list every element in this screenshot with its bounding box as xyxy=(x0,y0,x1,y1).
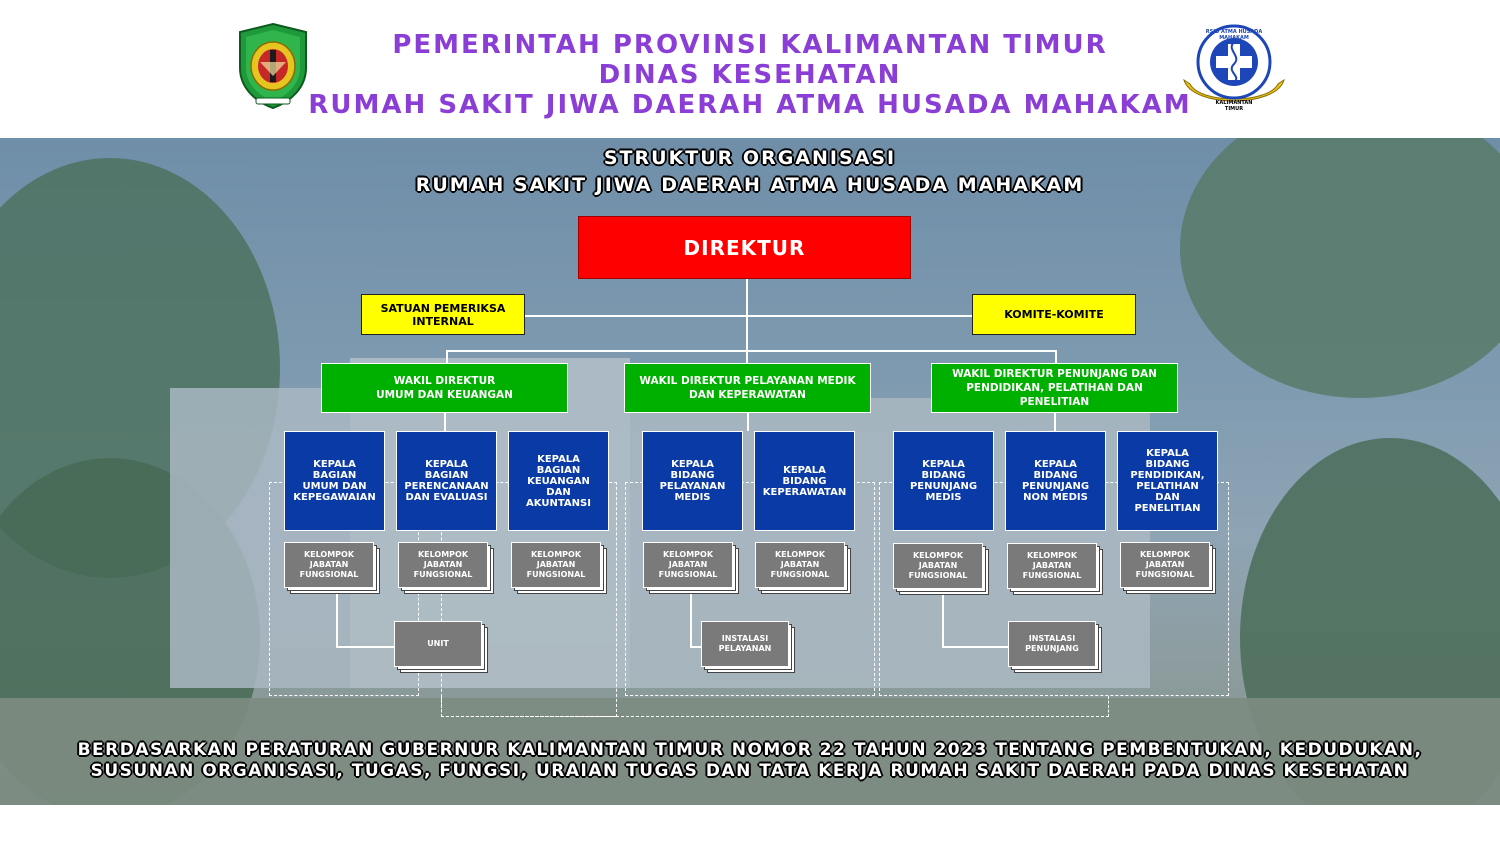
kepala-text: AKUNTANSI xyxy=(526,497,591,509)
wadir-penunjang-line-2: PENDIDIKAN, PELATIHAN DAN PENELITIAN xyxy=(966,382,1143,408)
rsjd-logo-graphic xyxy=(1183,24,1285,102)
kjf-text: FUNGSIONAL xyxy=(1022,571,1082,580)
kjf-box: KELOMPOK JABATAN FUNGSIONAL xyxy=(284,542,380,594)
instalasi-text: INSTALASI xyxy=(721,634,769,643)
instalasi-text: PENUNJANG xyxy=(1025,644,1079,653)
header-line-2: DINAS KESEHATAN xyxy=(598,60,902,90)
footer-line-1: BERDASARKAN PERATURAN GUBERNUR KALIMANTA… xyxy=(77,740,1423,760)
kjf-text: JABATAN xyxy=(1145,560,1185,569)
kepala-text: PENUNJANG xyxy=(909,481,978,492)
kjf-box: KELOMPOK JABATAN FUNGSIONAL xyxy=(1120,542,1216,594)
kepala-text: PENELITIAN xyxy=(1134,503,1201,514)
kepala-text: PERENCANAAN xyxy=(404,481,489,492)
kjf-text: JABATAN xyxy=(423,560,463,569)
kjf-text: JABATAN xyxy=(918,561,958,570)
kjf-text: FUNGSIONAL xyxy=(299,570,359,579)
kepala-text: MEDIS xyxy=(674,492,711,503)
kepala-text: KEPALA BIDANG xyxy=(670,459,715,481)
unit-text: UNIT xyxy=(427,639,449,648)
kepala-text: DAN EVALUASI xyxy=(405,492,488,503)
chart-title-line-2: RUMAH SAKIT JIWA DAERAH ATMA HUSADA MAHA… xyxy=(415,174,1085,196)
kjf-box: KELOMPOK JABATAN FUNGSIONAL xyxy=(755,542,851,594)
kepala-text: KEPALA BAGIAN xyxy=(536,453,581,476)
kepala-text: KEPERAWATAN xyxy=(762,486,847,498)
header-line-1: PEMERINTAH PROVINSI KALIMANTAN TIMUR xyxy=(392,30,1108,60)
kjf-text: FUNGSIONAL xyxy=(658,570,718,579)
header-line-3: RUMAH SAKIT JIWA DAERAH ATMA HUSADA MAHA… xyxy=(308,90,1192,120)
kjf-text: KELOMPOK xyxy=(1026,551,1078,560)
kjf-text: FUNGSIONAL xyxy=(413,570,473,579)
kjf-text: KELOMPOK xyxy=(662,550,714,559)
kepala-text: UMUM DAN xyxy=(302,481,367,492)
kjf-text: FUNGSIONAL xyxy=(1135,570,1195,579)
kepala-bidang-pelayanan-medis-box: KEPALA BIDANG PELAYANAN MEDIS xyxy=(642,431,743,531)
unit-box: UNIT xyxy=(394,621,488,673)
kepala-text: KEPALA BAGIAN xyxy=(312,459,357,481)
komite-box: KOMITE-KOMITE xyxy=(972,294,1136,335)
kjf-text: KELOMPOK xyxy=(417,550,469,559)
kjf-text: JABATAN xyxy=(668,560,708,569)
wadir-umum-line-1: WAKIL DIREKTUR xyxy=(393,375,496,387)
rsjd-logo-text-bottom: KALIMANTAN TIMUR xyxy=(1215,100,1253,112)
kjf-text: KELOMPOK xyxy=(530,550,582,559)
kjf-text: JABATAN xyxy=(309,560,349,569)
wadir-umum-line-2: UMUM DAN KEUANGAN xyxy=(376,389,513,401)
kepala-text: KEPEGAWAIAN xyxy=(293,492,376,503)
kepala-text: KEPALA BIDANG xyxy=(1033,459,1078,481)
kjf-box: KELOMPOK JABATAN FUNGSIONAL xyxy=(893,543,989,595)
kjf-text: KELOMPOK xyxy=(774,550,826,559)
kepala-bagian-perencanaan-box: KEPALA BAGIAN PERENCANAAN DAN EVALUASI xyxy=(396,431,497,531)
footer-line-2: SUSUNAN ORGANISASI, TUGAS, FUNGSI, URAIA… xyxy=(90,761,1410,781)
wadir-pelayanan-box: WAKIL DIREKTUR PELAYANAN MEDIK DAN KEPER… xyxy=(624,363,871,413)
kjf-text: KELOMPOK xyxy=(303,550,355,559)
wadir-penunjang-box: WAKIL DIREKTUR PENUNJANG DAN PENDIDIKAN,… xyxy=(931,363,1178,413)
kjf-text: FUNGSIONAL xyxy=(770,570,830,579)
kepala-text: PENDIDIKAN, xyxy=(1130,470,1205,481)
kepala-text: KEPALA BIDANG xyxy=(782,464,827,487)
kjf-box: KELOMPOK JABATAN FUNGSIONAL xyxy=(398,542,494,594)
kepala-text: KEPALA BIDANG xyxy=(921,459,966,481)
kjf-text: FUNGSIONAL xyxy=(908,571,968,580)
kepala-text: PENUNJANG xyxy=(1021,481,1090,492)
kjf-text: JABATAN xyxy=(536,560,576,569)
kjf-text: KELOMPOK xyxy=(1139,550,1191,559)
instalasi-text: PELAYANAN xyxy=(718,644,772,653)
kepala-text: NON MEDIS xyxy=(1023,492,1088,503)
kjf-text: JABATAN xyxy=(1032,561,1072,570)
spi-box: SATUAN PEMERIKSA INTERNAL xyxy=(361,294,525,335)
kepala-text: KEPALA BAGIAN xyxy=(424,459,469,481)
kepala-text: PELAYANAN xyxy=(659,481,726,492)
rsjd-logo-text-top: RSJD ATMA HUSADA MAHAKAM xyxy=(1205,29,1263,41)
kepala-text: KEPALA BIDANG xyxy=(1145,448,1190,470)
instalasi-penunjang-box: INSTALASI PENUNJANG xyxy=(1008,621,1102,673)
kjf-box: KELOMPOK JABATAN FUNGSIONAL xyxy=(643,542,739,594)
kjf-text: FUNGSIONAL xyxy=(526,570,586,579)
kepala-bagian-keuangan-box: KEPALA BAGIAN KEUANGAN DAN AKUNTANSI xyxy=(508,431,609,531)
wadir-pelayanan-line-1: WAKIL DIREKTUR PELAYANAN MEDIK xyxy=(639,375,856,387)
kepala-bidang-penunjang-medis-box: KEPALA BIDANG PENUNJANG MEDIS xyxy=(893,431,994,531)
kepala-text: KEUANGAN DAN xyxy=(527,475,590,498)
kjf-box: KELOMPOK JABATAN FUNGSIONAL xyxy=(511,542,607,594)
kepala-bidang-penunjang-non-medis-box: KEPALA BIDANG PENUNJANG NON MEDIS xyxy=(1005,431,1106,531)
director-box: DIREKTUR xyxy=(578,216,911,279)
kepala-bidang-pendidikan-box: KEPALA BIDANG PENDIDIKAN, PELATIHAN DAN … xyxy=(1117,431,1218,531)
kjf-box: KELOMPOK JABATAN FUNGSIONAL xyxy=(1007,543,1103,595)
kjf-text: KELOMPOK xyxy=(912,551,964,560)
kaltim-crest-logo xyxy=(239,22,307,110)
wadir-penunjang-line-1: WAKIL DIREKTUR PENUNJANG DAN xyxy=(952,368,1157,380)
chart-title-line-1: STRUKTUR ORGANISASI xyxy=(603,147,897,169)
kepala-bidang-keperawatan-box: KEPALA BIDANG KEPERAWATAN xyxy=(754,431,855,531)
kepala-bagian-umum-box: KEPALA BAGIAN UMUM DAN KEPEGAWAIAN xyxy=(284,431,385,531)
kjf-text: JABATAN xyxy=(780,560,820,569)
kepala-text: PELATIHAN DAN xyxy=(1136,481,1199,503)
kepala-text: MEDIS xyxy=(925,492,962,503)
instalasi-text: INSTALASI xyxy=(1028,634,1076,643)
rsjd-logo: RSJD ATMA HUSADA MAHAKAM KALIMANTAN TIMU… xyxy=(1178,20,1290,118)
instalasi-pelayanan-box: INSTALASI PELAYANAN xyxy=(701,621,795,673)
wadir-umum-keuangan-box: WAKIL DIREKTUR UMUM DAN KEUANGAN xyxy=(321,363,568,413)
wadir-pelayanan-line-2: DAN KEPERAWATAN xyxy=(689,389,806,401)
